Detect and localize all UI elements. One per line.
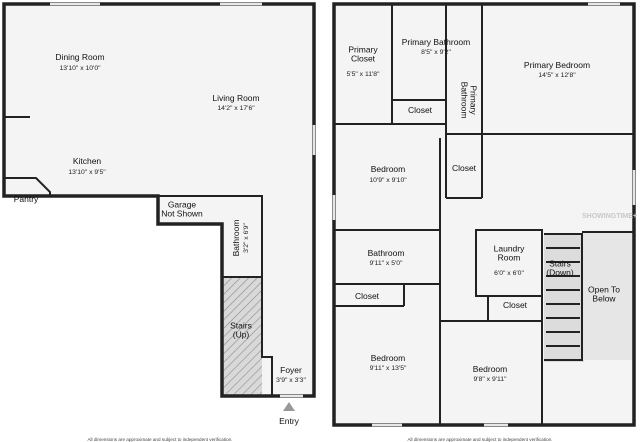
- room-dims-bathroom-upper: 9'11" x 5'0": [370, 260, 404, 267]
- stairs-up-hatch: [222, 277, 262, 395]
- room-label-kitchen: Kitchen: [73, 156, 102, 166]
- room-label-primary-bathroom-vertical: PrimaryBathroom: [460, 82, 479, 119]
- stair-treads: [546, 247, 580, 347]
- room-dims-dining-room: 13'10" x 10'0": [59, 65, 101, 72]
- room-label-bathroom-upper: Bathroom: [368, 248, 405, 258]
- room-label-stairs-up: Stairs(Up): [230, 321, 252, 340]
- room-dims-bedroom: 9'11" x 13'5": [370, 365, 407, 372]
- room-label-primary-bathroom: Primary Bathroom: [402, 37, 471, 47]
- room-dims-foyer: 3'9" x 3'3": [276, 377, 306, 384]
- room-dims-primary-closet: 5'5" x 11'8": [347, 71, 381, 78]
- room-label-closet: Closet: [408, 105, 433, 115]
- room-dims-primary-bathroom: 8'5" x 9'2": [421, 49, 451, 56]
- room-dims-bedroom: 9'8" x 9'11": [474, 376, 508, 383]
- room-label-living-room: Living Room: [212, 93, 259, 103]
- room-label-bedroom: Bedroom: [371, 353, 406, 363]
- watermark: SHOWINGTIME+: [582, 213, 637, 220]
- disclaimer-upper: All dimensions are approximate and subje…: [407, 437, 552, 442]
- room-label-bedroom: Bedroom: [473, 364, 508, 374]
- room-dims-bathroom-ground: 3'2" x 6'9": [243, 223, 250, 253]
- room-label-closet: Closet: [452, 163, 477, 173]
- stairs-down-fill: [544, 234, 584, 362]
- disclaimer-ground: All dimensions are approximate and subje…: [87, 437, 232, 442]
- room-label-primary-bedroom: Primary Bedroom: [524, 60, 590, 70]
- room-dims-bedroom: 10'9" x 9'10": [369, 177, 407, 184]
- room-label-stairs-down: Stairs(Down): [546, 259, 574, 278]
- room-label-bathroom-ground: Bathroom: [231, 220, 241, 257]
- room-label-foyer: Foyer: [280, 365, 302, 375]
- interior-walls: [158, 195, 273, 396]
- pantry-wall: [4, 177, 51, 196]
- room-dims-laundry-room: 6'0" x 6'0": [494, 270, 524, 277]
- room-label-closet: Closet: [355, 291, 380, 301]
- entry-arrow-icon: [283, 402, 295, 411]
- upper-interior-walls: [334, 4, 634, 425]
- room-dims-primary-bedroom: 14'5" x 12'8": [538, 72, 576, 79]
- ground-floor: [2, 2, 316, 411]
- room-label-closet: Closet: [503, 300, 528, 310]
- room-dims-kitchen: 13'10" x 9'5": [68, 169, 106, 176]
- room-label-pantry: Pantry: [14, 194, 39, 204]
- open-to-below-fill: [582, 232, 634, 360]
- upper-floor: [332, 2, 636, 427]
- room-label-bedroom: Bedroom: [371, 164, 406, 174]
- room-label-entry: Entry: [279, 416, 300, 426]
- room-dims-living-room: 14'2" x 17'6": [217, 105, 255, 112]
- room-label-dining-room: Dining Room: [55, 52, 104, 62]
